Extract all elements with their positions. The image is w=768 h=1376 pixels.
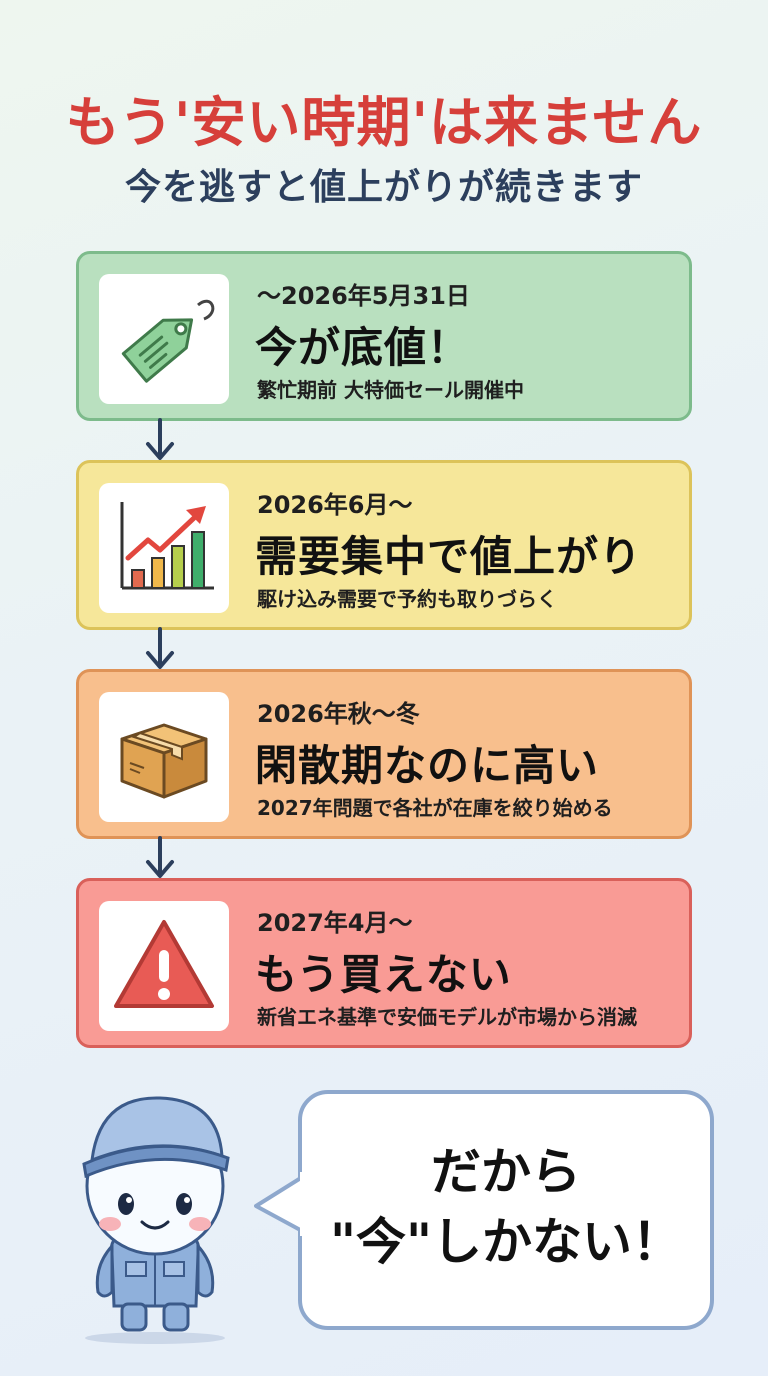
callout-line-1: だから	[431, 1143, 581, 1201]
timeline-card-demand-rise: 2026年6月～ 需要集中で値上がり 駆け込み需要で予約も取りづらく	[76, 460, 692, 630]
icon-box	[99, 274, 229, 404]
down-arrow-icon	[146, 627, 174, 669]
icon-box	[99, 483, 229, 613]
timeline-card-unavailable: 2027年4月～ もう買えない 新省エネ基準で安価モデルが市場から消滅	[76, 878, 692, 1048]
card-headline: 今が底値！	[255, 323, 471, 372]
down-arrow-icon	[146, 836, 174, 878]
card-description: 2027年問題で各社が在庫を絞り始める	[257, 796, 613, 820]
card-headline: もう買えない	[255, 950, 512, 999]
icon-box	[99, 901, 229, 1031]
card-headline: 需要集中で値上がり	[255, 532, 643, 581]
icon-box	[99, 692, 229, 822]
page-title: もう'安い時期'は来ません	[65, 91, 703, 154]
price-tag-icon	[121, 299, 215, 383]
card-headline: 閑散期なのに高い	[255, 741, 600, 790]
mascot-character-icon	[82, 1096, 230, 1344]
timeline-card-offseason-high: 2026年秋～冬 閑散期なのに高い 2027年問題で各社が在庫を絞り始める	[76, 669, 692, 839]
card-period: 2026年秋～冬	[257, 700, 420, 728]
card-description: 新省エネ基準で安価モデルが市場から消滅	[257, 1005, 637, 1029]
card-description: 繁忙期前 大特価セール開催中	[257, 378, 524, 402]
down-arrow-icon	[146, 418, 174, 460]
cardboard-box-icon	[120, 723, 208, 799]
card-period: 2026年6月～	[257, 491, 413, 519]
rising-chart-icon	[120, 502, 214, 590]
warning-icon	[114, 920, 214, 1008]
page-subtitle: 今を逃すと値上がりが続きます	[124, 167, 643, 208]
timeline-card-price-bottom: ～2026年5月31日 今が底値！ 繁忙期前 大特価セール開催中	[76, 251, 692, 421]
speech-bubble	[298, 1090, 714, 1330]
callout-line-2: "今"しかない！	[329, 1213, 683, 1271]
card-description: 駆け込み需要で予約も取りづらく	[257, 587, 557, 611]
card-period: 2027年4月～	[257, 909, 413, 937]
card-period: ～2026年5月31日	[257, 282, 470, 310]
speech-bubble-tail	[254, 1172, 306, 1236]
